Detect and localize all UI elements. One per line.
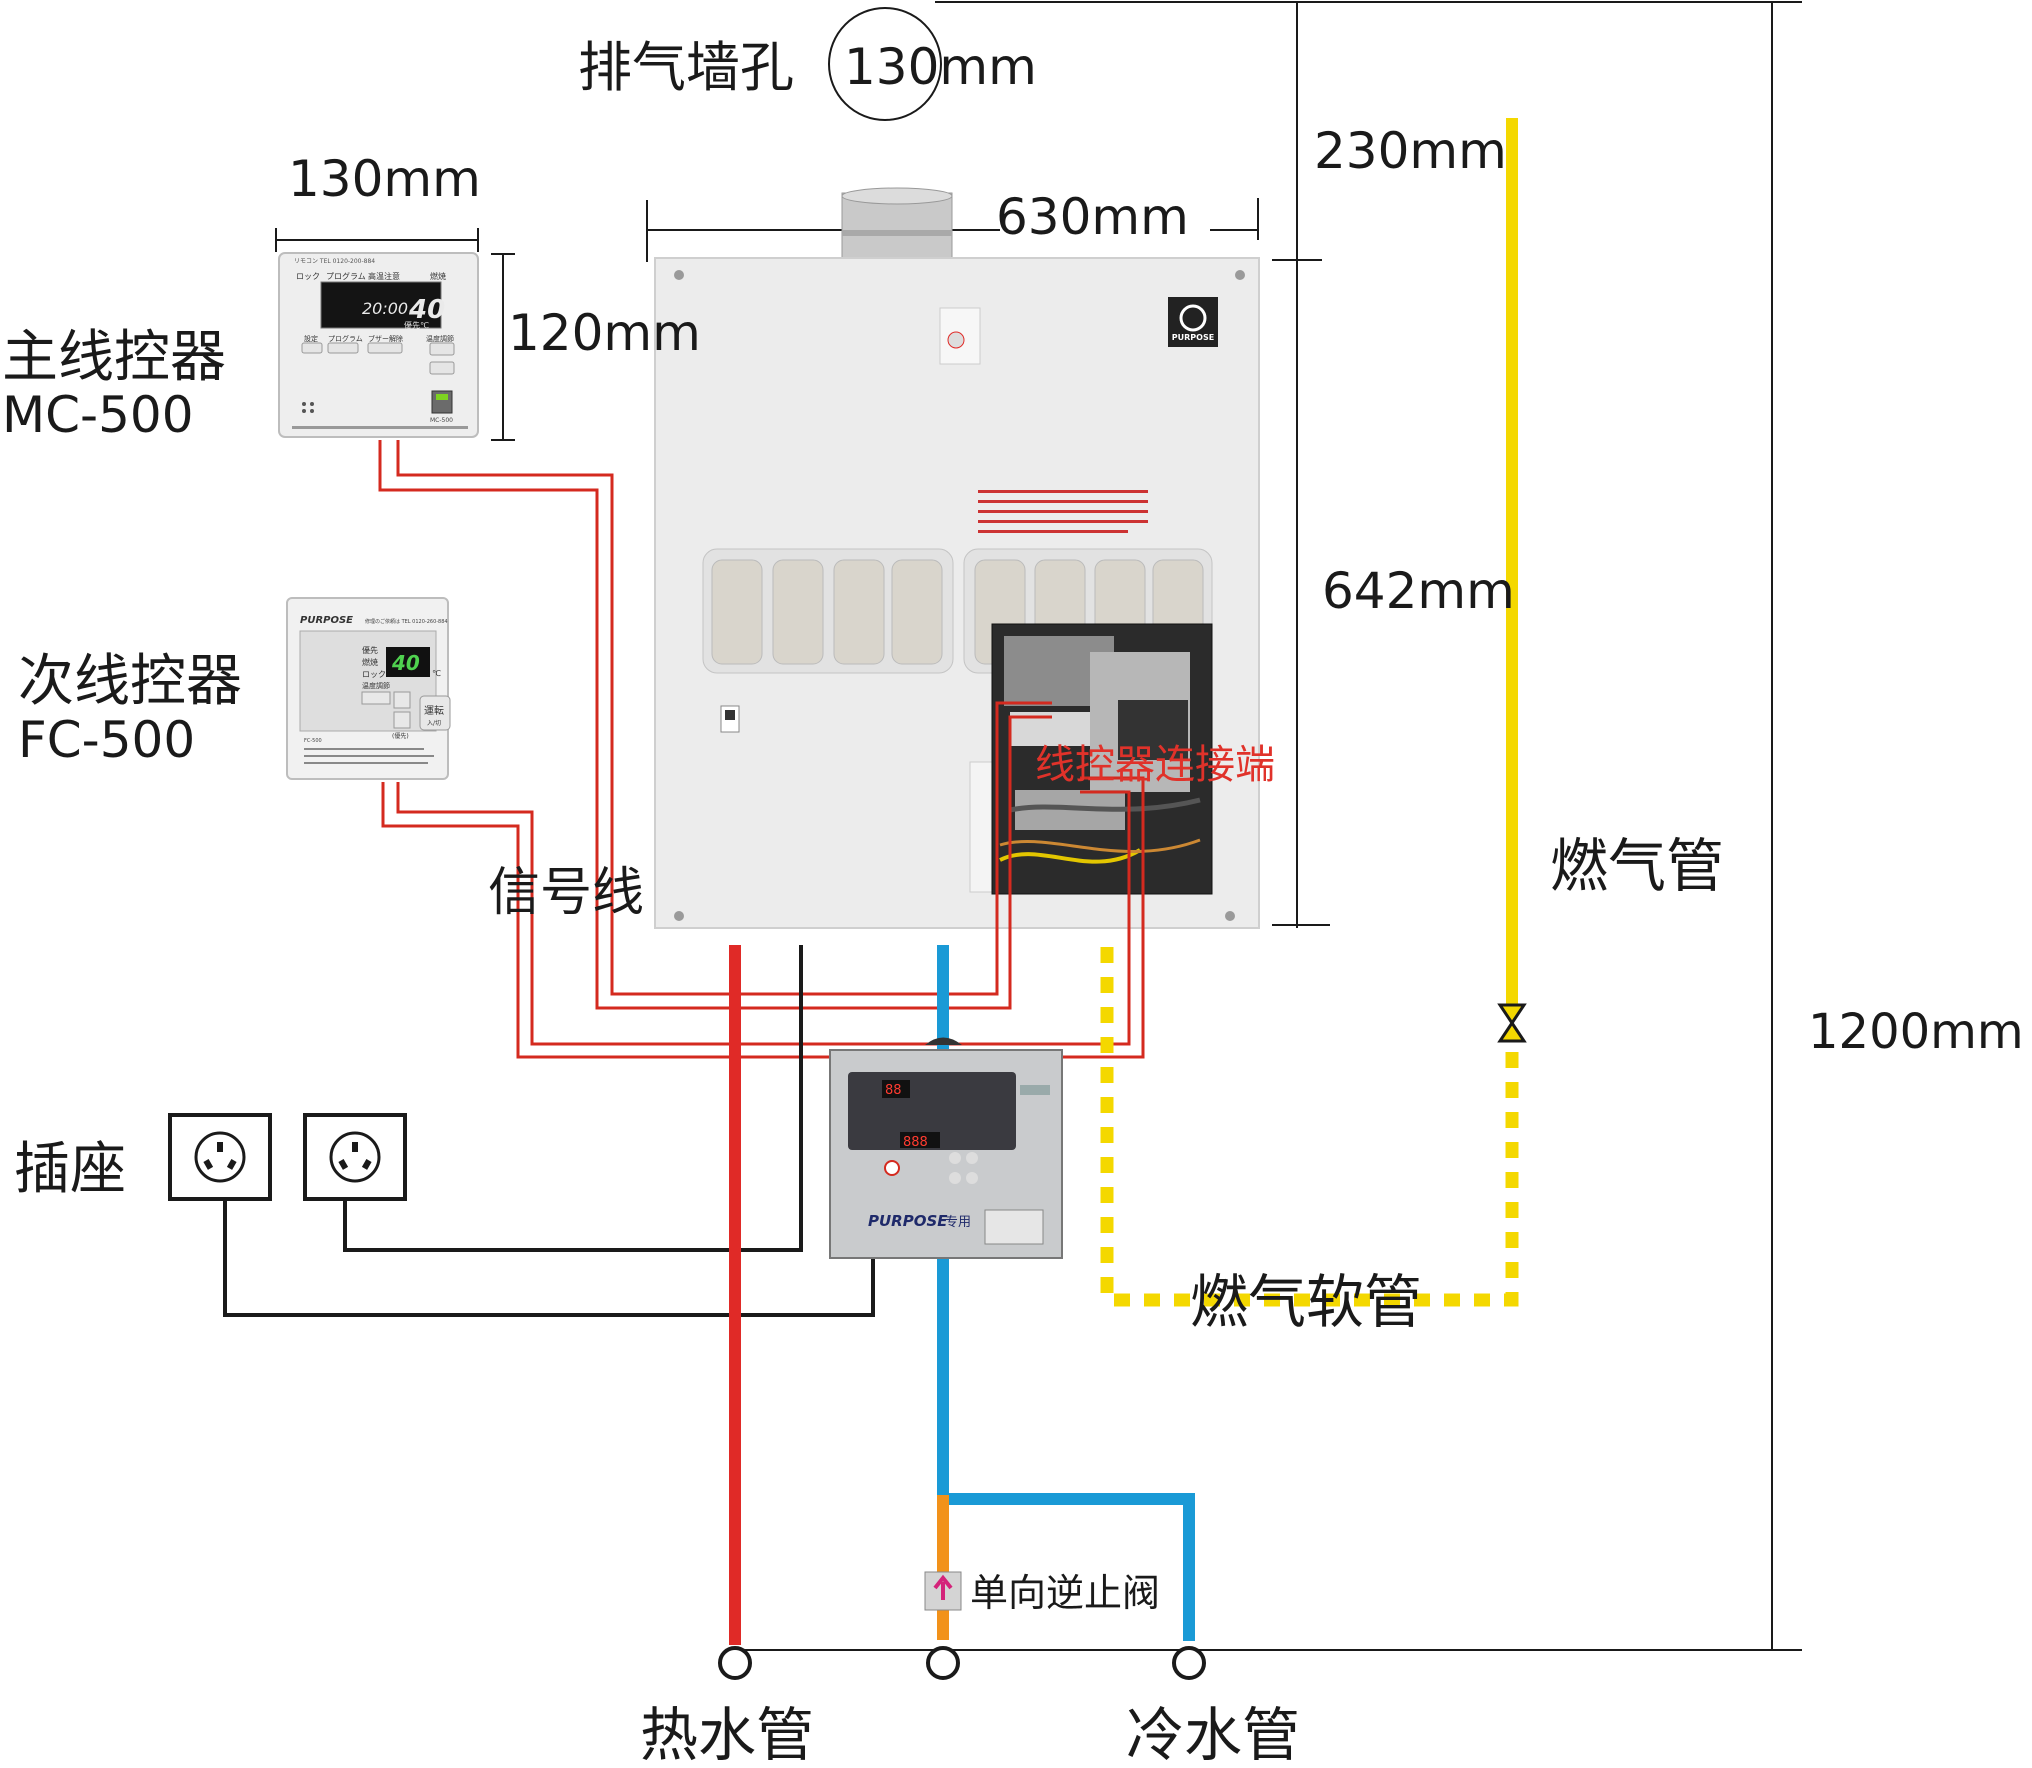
- heater-brand: PURPOSE: [1172, 333, 1214, 342]
- power-wires: [223, 945, 875, 1317]
- sub-ctrl-ind1: 優先: [362, 645, 378, 655]
- main-ctrl-buzzer-label: ブザー解除: [368, 334, 403, 343]
- sub-ctrl-brand: PURPOSE: [300, 615, 353, 626]
- main-ctrl-power-label: 燃焼: [430, 271, 446, 281]
- control-box: 88 888 PURPOSE 专用: [829, 1037, 1063, 1259]
- main-ctrl-temp-lock-label: 高温注意: [368, 271, 400, 281]
- main-ctrl-height-label: 120mm: [508, 304, 701, 362]
- check-valve: [924, 1571, 962, 1611]
- controller-terminal-label: 线控器连接端: [1035, 742, 1275, 788]
- main-controller-device: リモコン TEL 0120-200-884 ロック プログラム 高温注意 燃焼 …: [278, 252, 479, 438]
- main-ctrl-name-label: 主线控器: [2, 325, 226, 390]
- main-ctrl-set-label: 設定: [304, 334, 318, 343]
- sub-ctrl-run-sub: 入/切: [427, 720, 441, 727]
- check-valve-label: 单向逆止阀: [970, 1571, 1160, 1615]
- box-brand: PURPOSE: [868, 1212, 948, 1230]
- main-ctrl-adjust-label: 温度調節: [426, 334, 454, 343]
- total-height-label: 1200mm: [1808, 1004, 2024, 1060]
- hot-water-pipe-line: [729, 945, 741, 1645]
- main-ctrl-program-label: プログラム: [326, 271, 366, 281]
- sub-controller-device: PURPOSE 修理のご依頼は TEL 0120-260-884 優先 燃焼 ロ…: [286, 597, 451, 780]
- main-ctrl-program2-label: プログラム: [328, 334, 363, 343]
- socket-1: [168, 1113, 272, 1201]
- sub-ctrl-unit: ℃: [432, 669, 441, 678]
- main-ctrl-model-label: MC-500: [2, 386, 194, 444]
- box-display-2: 888: [903, 1135, 928, 1150]
- box-brand-suffix: 专用: [945, 1215, 971, 1230]
- main-ctrl-time: 20:00: [362, 299, 408, 318]
- main-ctrl-model-small: MC-500: [430, 417, 453, 424]
- gas-hose-line: [1100, 942, 1519, 1307]
- gas-valve: [1497, 1003, 1527, 1043]
- pipe-ends: [718, 1646, 1206, 1680]
- socket-2: [303, 1113, 407, 1201]
- cold-water-pipe-label: 冷水管: [1126, 1701, 1300, 1764]
- gas-hose-label: 燃气软管: [1190, 1268, 1422, 1336]
- sub-ctrl-model-small: FC-500: [304, 738, 322, 744]
- sub-ctrl-ind3: ロック: [362, 670, 386, 679]
- sub-ctrl-adjust: 温度調節: [362, 681, 390, 690]
- socket-label: 插座: [14, 1137, 126, 1202]
- exhaust-hole-circle: [828, 7, 942, 121]
- gas-pipe-line: [1506, 118, 1518, 1006]
- dimension-lines: [275, 1, 1802, 1651]
- sub-ctrl-ind2: 燃焼: [362, 657, 378, 667]
- exhaust-hole-label: 排气墙孔: [578, 36, 794, 99]
- main-ctrl-lock-label: ロック: [296, 272, 320, 281]
- main-ctrl-display: [320, 281, 442, 329]
- main-ctrl-temp: 40: [408, 295, 445, 325]
- signal-wire-label: 信号线: [488, 863, 644, 923]
- heater-width-label: 630mm: [996, 188, 1189, 246]
- heater-height-label: 642mm: [1322, 562, 1515, 620]
- main-ctrl-priority: 優先℃: [404, 320, 429, 330]
- sub-ctrl-header: 修理のご依頼は TEL 0120-260-884: [365, 618, 448, 625]
- main-ctrl-width-label: 130mm: [288, 150, 481, 208]
- main-ctrl-header: リモコン TEL 0120-200-884: [294, 258, 375, 265]
- signal-wires: [378, 440, 1145, 1059]
- box-display-1: 88: [885, 1083, 902, 1098]
- exhaust-size-label: 130mm: [844, 38, 1037, 96]
- sub-ctrl-priority: (優先): [392, 732, 409, 740]
- top-gap-label: 230mm: [1314, 122, 1507, 180]
- water-heater: PURPOSE: [654, 187, 1260, 929]
- sub-ctrl-display: [386, 647, 430, 677]
- sub-ctrl-run: 運転: [424, 705, 444, 717]
- sub-ctrl-temp: 40: [391, 651, 420, 675]
- gas-pipe-label: 燃气管: [1550, 832, 1724, 900]
- hot-water-pipe-label: 热水管: [640, 1701, 814, 1764]
- sub-ctrl-model-label: FC-500: [18, 711, 195, 769]
- sub-ctrl-name-label: 次线控器: [18, 649, 242, 714]
